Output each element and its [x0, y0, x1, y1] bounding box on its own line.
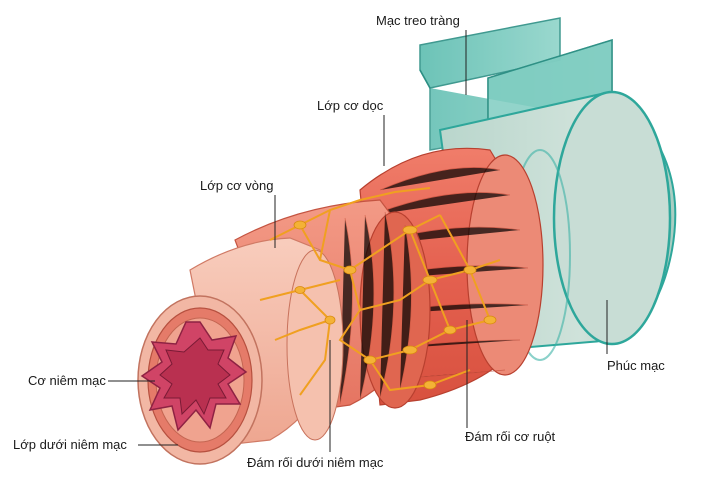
- label-mesentery: Mạc treo tràng: [376, 13, 460, 28]
- label-peritoneum: Phúc mạc: [607, 358, 665, 373]
- label-muscularis-mucosae: Cơ niêm mạc: [28, 373, 106, 388]
- label-myenteric-plexus: Đám rối cơ ruột: [465, 429, 556, 444]
- label-submucosa: Lớp dưới niêm mạc: [13, 437, 127, 452]
- label-submucosal-plexus: Đám rối dưới niêm mạc: [247, 455, 384, 470]
- nerve-ganglia: [293, 220, 497, 390]
- label-longitudinal-muscle: Lớp cơ dọc: [317, 98, 384, 113]
- leader-lines: [108, 30, 608, 452]
- cross-section-face: [137, 295, 263, 465]
- label-circular-muscle: Lớp cơ vòng: [200, 178, 273, 193]
